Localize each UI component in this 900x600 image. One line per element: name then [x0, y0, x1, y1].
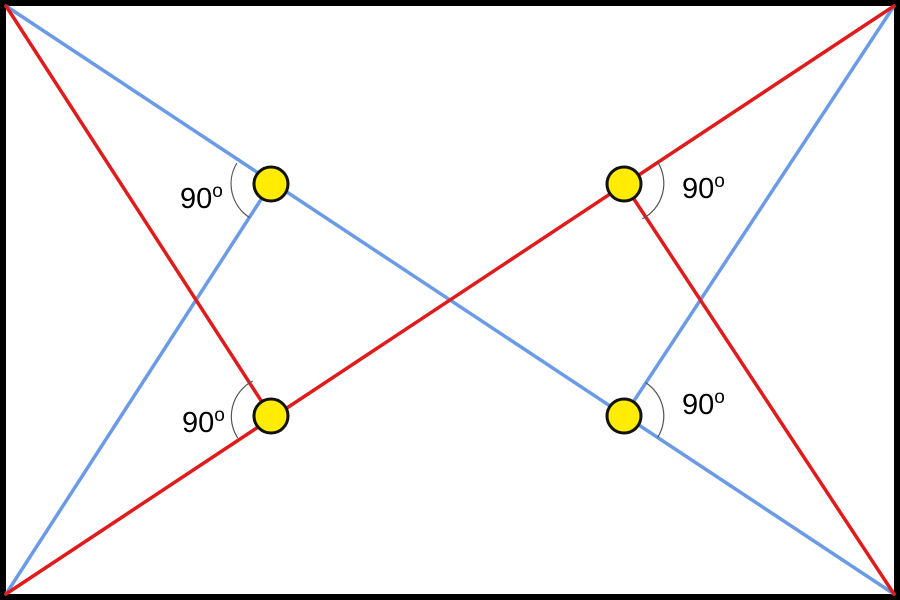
- point-bottom-right: [605, 397, 643, 435]
- angle-unit: o: [214, 405, 225, 426]
- angle-value: 90: [682, 389, 714, 421]
- angle-arc-top-right: [642, 161, 665, 220]
- angle-unit: o: [714, 387, 725, 408]
- red-perpendicular-left: [4, 4, 273, 418]
- red-perpendicular-right: [622, 182, 896, 596]
- angle-unit: o: [212, 181, 223, 202]
- angle-label-top-left: 90o: [180, 181, 223, 215]
- angle-label-top-right: 90o: [682, 171, 725, 205]
- angle-value: 90: [182, 407, 214, 439]
- angle-label-bottom-right: 90o: [682, 387, 725, 421]
- point-bottom-left: [252, 397, 290, 435]
- angle-value: 90: [682, 173, 714, 205]
- point-top-right: [605, 165, 643, 203]
- blue-perpendicular-right: [622, 4, 896, 418]
- blue-perpendicular-left: [4, 182, 273, 596]
- angle-arc-bottom-left: [230, 380, 253, 439]
- angle-arc-bottom-right: [645, 381, 665, 438]
- red-main-diagonal: [4, 4, 896, 596]
- angle-arcs: [230, 161, 665, 439]
- angle-unit: o: [714, 171, 725, 192]
- power-points: [252, 165, 643, 435]
- point-top-left: [252, 165, 290, 203]
- angle-arc-top-left: [230, 162, 251, 219]
- angle-label-bottom-left: 90o: [182, 405, 225, 439]
- angle-value: 90: [180, 183, 212, 215]
- red-lines: [4, 4, 896, 596]
